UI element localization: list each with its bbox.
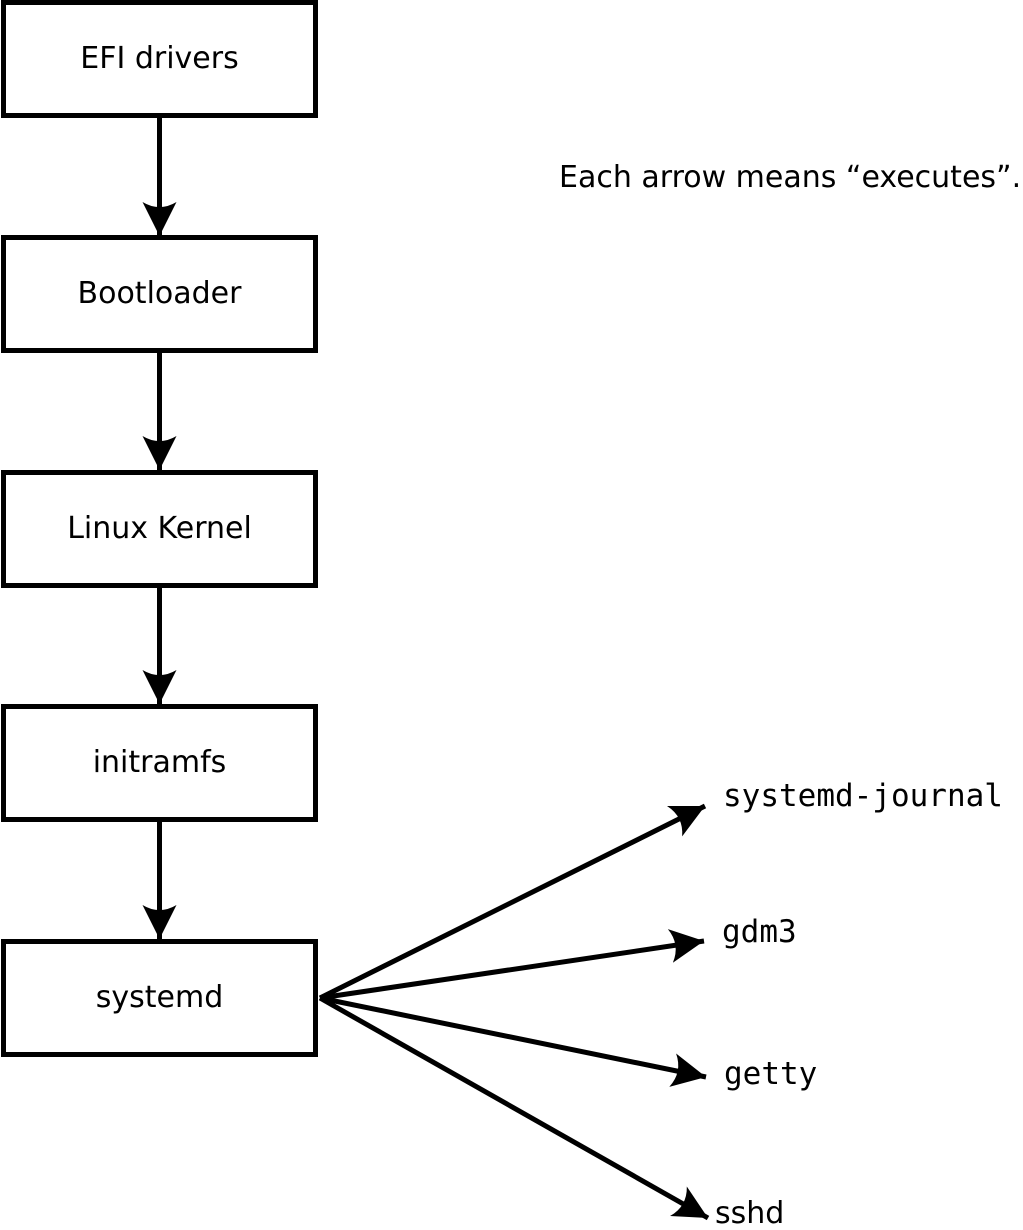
spawned-label-gdm3: gdm3 [722,914,797,950]
spawned-label-getty: getty [724,1056,818,1092]
flow-node-linux-kernel: Linux Kernel [1,470,318,588]
arrow-systemd-to-journal-icon [318,803,707,1001]
spawned-label-systemd-journal: systemd-journal [723,778,1003,814]
arrow-systemd-to-getty-icon [319,995,707,1087]
flow-node-label: Linux Kernel [67,511,252,546]
flow-node-bootloader: Bootloader [1,235,318,353]
flow-node-efi-drivers: EFI drivers [1,0,318,118]
flow-node-label: systemd [95,980,224,1015]
flow-node-systemd: systemd [1,939,318,1057]
flow-node-label: EFI drivers [80,41,239,76]
arrow-systemd-to-gdm3-icon [319,929,705,1001]
arrow-meaning-note: Each arrow means “executes”. [559,160,1022,195]
flow-node-label: Bootloader [77,276,242,311]
spawned-label-sshd: sshd [715,1196,785,1230]
flow-node-initramfs: initramfs [1,704,318,822]
flow-node-label: initramfs [92,745,227,780]
arrow-systemd-to-sshd-icon [318,995,710,1221]
